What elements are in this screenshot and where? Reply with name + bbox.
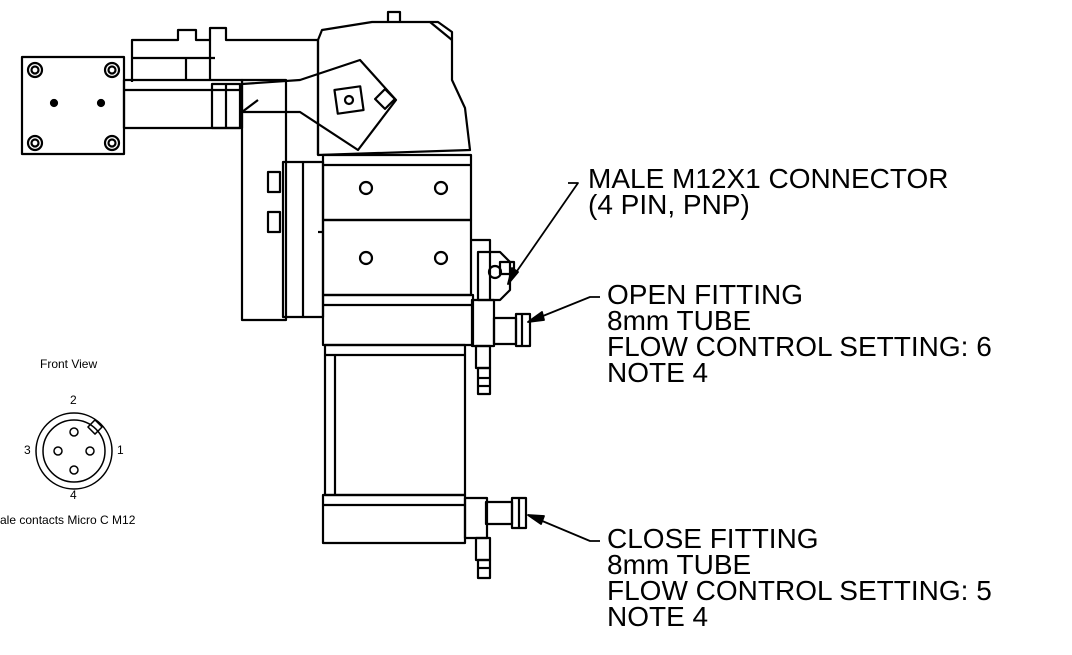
close-fitting <box>474 496 528 580</box>
pin-4-label: 4 <box>70 488 77 502</box>
close-fitting-line4: NOTE 4 <box>607 601 709 632</box>
leader-lines <box>507 182 600 542</box>
cylinder-body <box>321 343 489 545</box>
connector-callout-line2: (4 PIN, PNP) <box>588 189 750 220</box>
front-view-title: Front View <box>40 357 98 371</box>
main-body <box>318 153 492 347</box>
side-plate <box>240 78 325 322</box>
open-fitting-line4: NOTE 4 <box>607 357 709 388</box>
connector-caption: ale contacts Micro C M12 <box>0 513 136 527</box>
connector-callout-line1: MALE M12X1 CONNECTOR <box>588 163 949 194</box>
connector-front-view <box>35 412 113 490</box>
close-fitting-callout: CLOSE FITTING 8mm TUBE FLOW CONTROL SETT… <box>607 523 992 632</box>
pin-3-label: 3 <box>24 443 31 457</box>
pin-2-label: 2 <box>70 393 77 407</box>
open-fitting-callout: OPEN FITTING 8mm TUBE FLOW CONTROL SETTI… <box>607 279 992 388</box>
close-fitting-line1: CLOSE FITTING <box>607 523 819 554</box>
connector-callout: MALE M12X1 CONNECTOR (4 PIN, PNP) <box>588 163 949 220</box>
angled-head <box>241 10 472 157</box>
open-fitting-tube <box>474 344 492 396</box>
close-fitting-line2: 8mm TUBE <box>607 549 752 580</box>
open-fitting-line2: 8mm TUBE <box>607 305 752 336</box>
motor-flange <box>20 55 126 156</box>
drive-housing <box>122 26 320 130</box>
close-fitting-line3: FLOW CONTROL SETTING: 5 <box>607 575 992 606</box>
open-fitting-line3: FLOW CONTROL SETTING: 6 <box>607 331 992 362</box>
open-fitting-line1: OPEN FITTING <box>607 279 803 310</box>
pin-1-label: 1 <box>117 443 124 457</box>
